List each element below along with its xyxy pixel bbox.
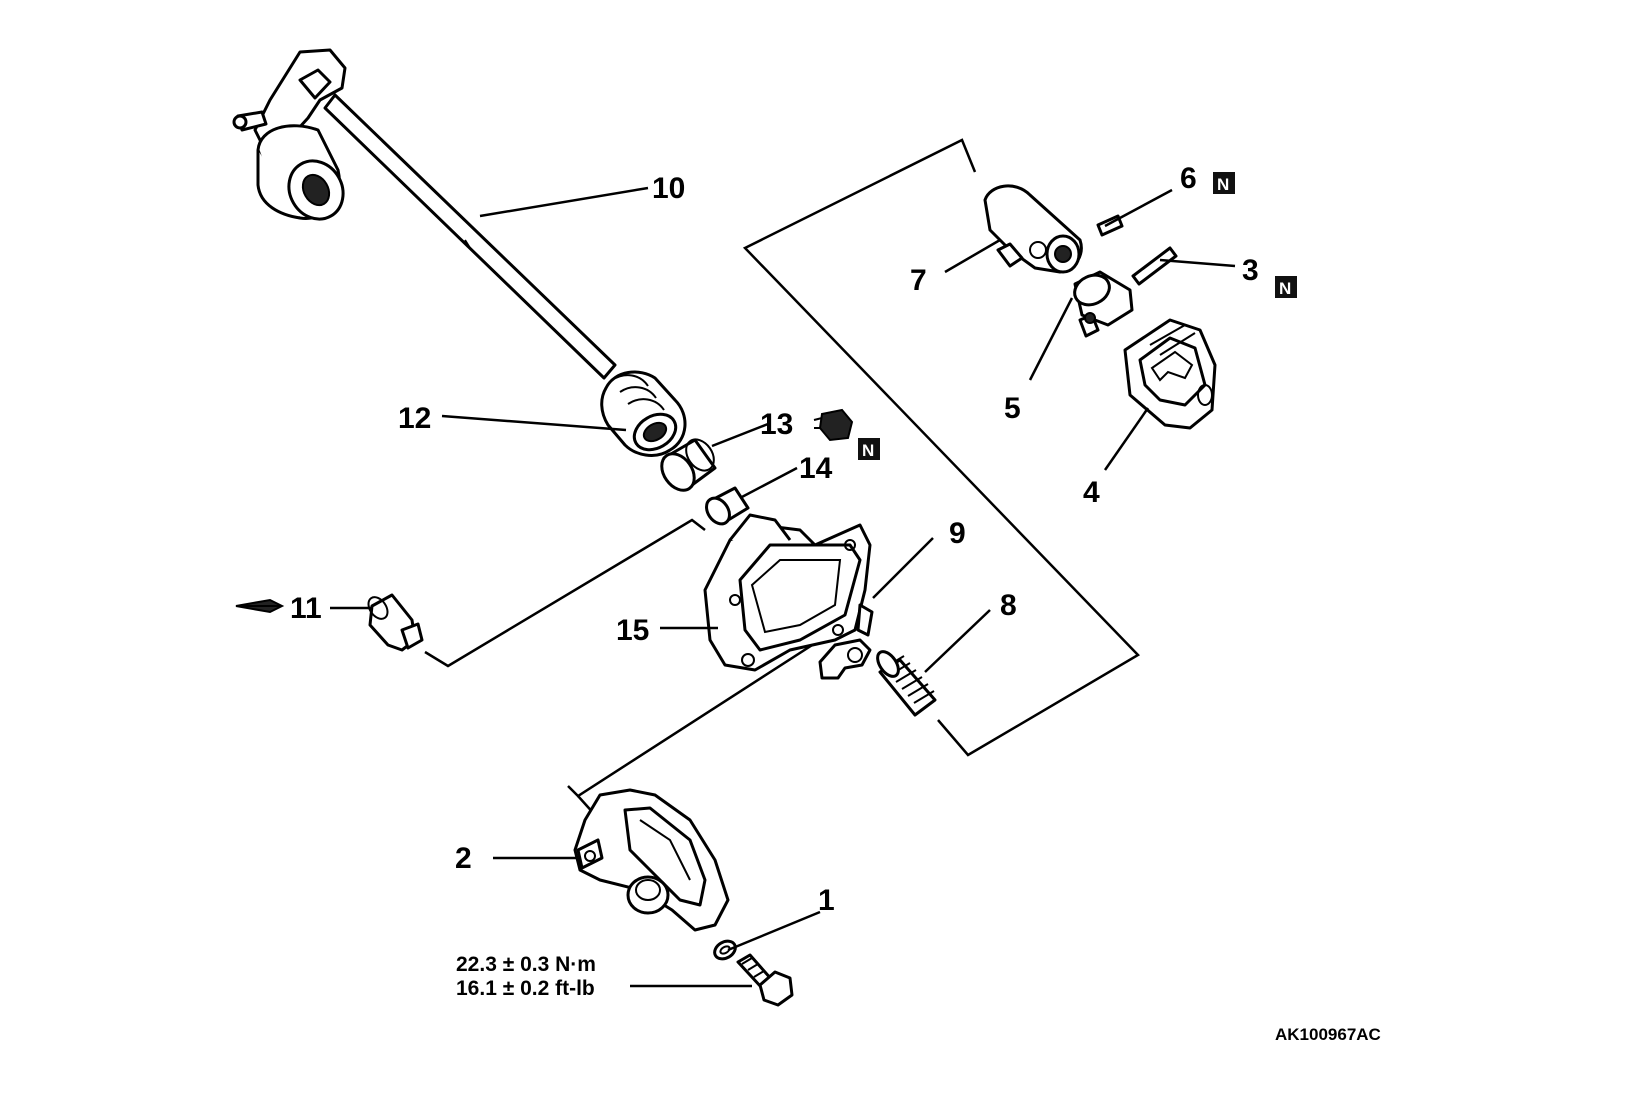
screw-icon <box>235 598 285 614</box>
bushing-part-13 <box>660 438 717 492</box>
callout-7: 7 <box>910 264 927 297</box>
torque-spec-metric: 22.3 ± 0.3 N·m <box>456 953 596 976</box>
n-badge-label: N <box>1279 279 1291 298</box>
n-badge-label: N <box>1217 175 1229 194</box>
figure-reference-code: AK100967AC <box>1275 1025 1381 1044</box>
callout-2: 2 <box>455 842 472 875</box>
callout-14: 14 <box>799 452 833 485</box>
callout-12: 12 <box>398 402 431 435</box>
callout-4: 4 <box>1083 476 1100 509</box>
spring-pin-part-3 <box>1131 246 1178 286</box>
n-badge-part-3: N <box>1275 276 1297 298</box>
callout-9: 9 <box>949 517 966 550</box>
leader-lines <box>330 186 1236 988</box>
stopper-plate-part-9 <box>818 603 874 680</box>
callout-6: 6 <box>1180 162 1197 195</box>
callout-11: 11 <box>290 592 322 625</box>
callout-1: 1 <box>818 884 835 917</box>
n-badge-label: N <box>862 441 874 460</box>
callout-15: 15 <box>616 614 649 647</box>
boot-part-12 <box>600 370 687 457</box>
lock-nut-icon <box>813 408 854 442</box>
bolt-part-1 <box>713 939 794 1007</box>
n-badge-part-6: N <box>1213 172 1235 194</box>
plug-part-11 <box>367 593 424 652</box>
callout-10: 10 <box>652 172 685 205</box>
callout-13: 13 <box>760 408 793 441</box>
block-part-5 <box>1073 270 1134 338</box>
callout-5: 5 <box>1004 392 1021 425</box>
callout-8: 8 <box>1000 589 1017 622</box>
bracket-block-part-4 <box>1123 318 1217 430</box>
callout-3: 3 <box>1242 254 1259 287</box>
torque-spec-imperial: 16.1 ± 0.2 ft-lb <box>456 977 595 1000</box>
n-badge-part-13: N <box>858 438 880 460</box>
housing-part-15 <box>703 513 872 672</box>
sleeve-part-14 <box>705 486 750 526</box>
cover-part-2 <box>573 788 730 932</box>
shift-shaft-part-10 <box>232 48 617 380</box>
spring-part-8 <box>876 650 937 717</box>
lever-part-7 <box>983 184 1083 274</box>
